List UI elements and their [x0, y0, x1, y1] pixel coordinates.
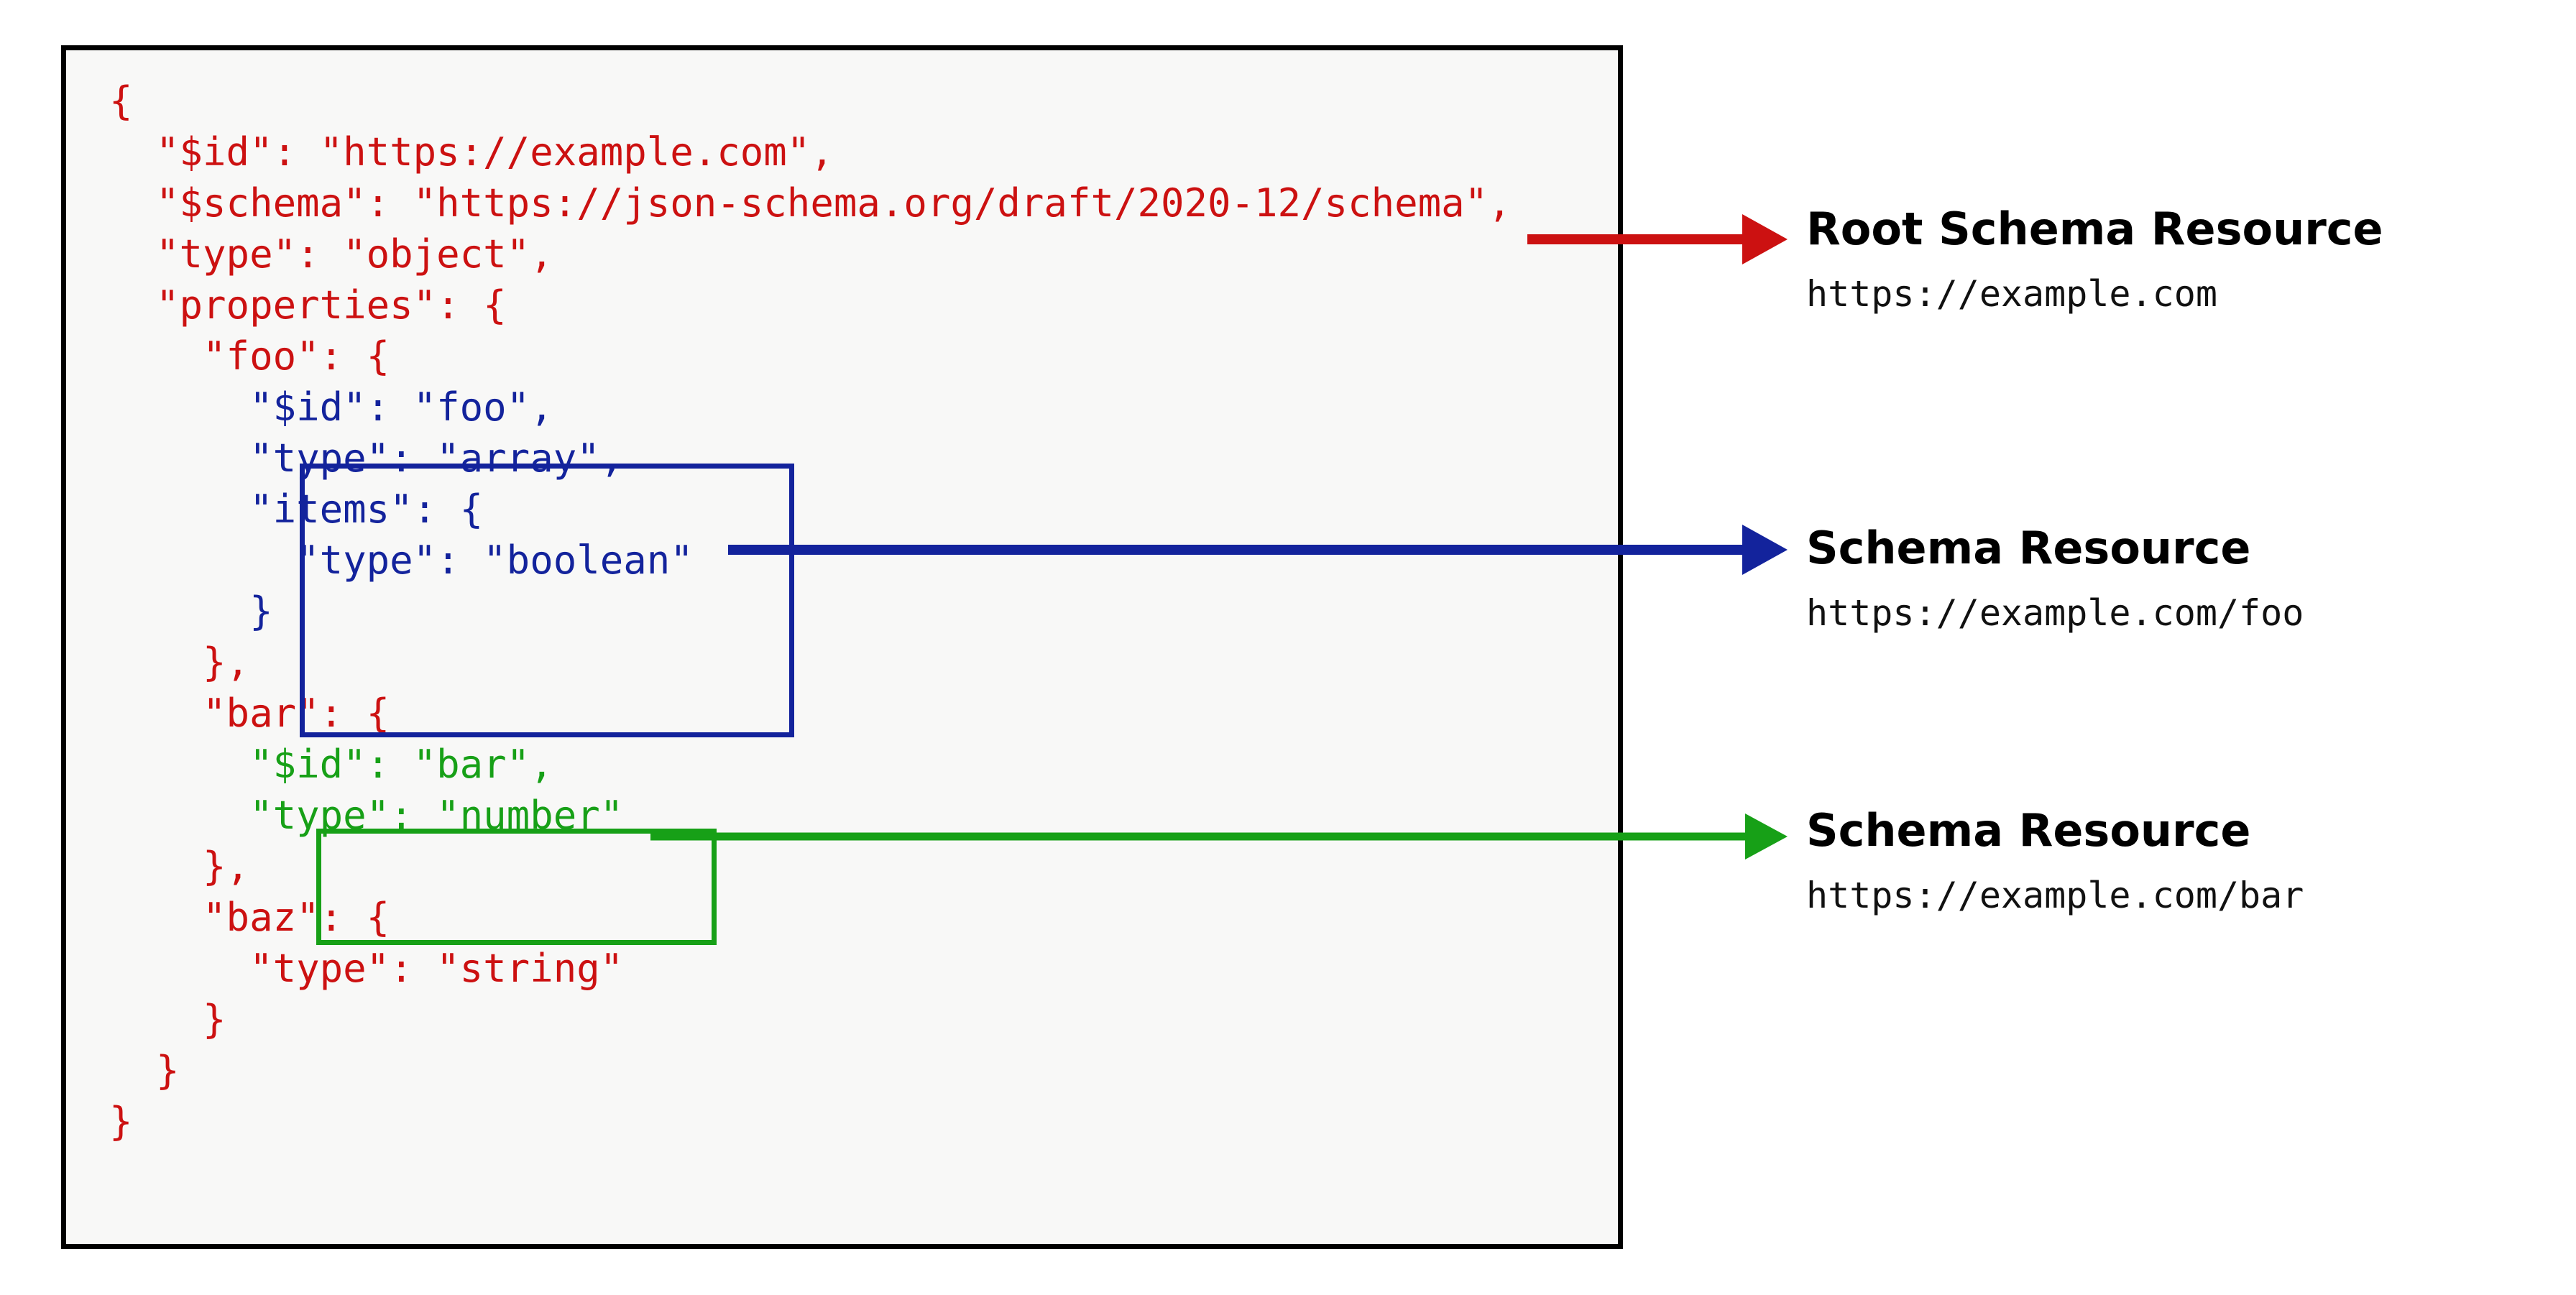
foo-schema-resource-label: Schema Resource https://example.com/foo	[1806, 522, 2304, 635]
code-line: "bar": {	[109, 691, 390, 736]
code-line: "$id": "bar",	[109, 742, 553, 787]
code-line: "type": "boolean"	[109, 538, 694, 583]
foo-schema-resource-title: Schema Resource	[1806, 522, 2251, 574]
root-schema-resource-title: Root Schema Resource	[1806, 203, 2383, 255]
bar-schema-resource-title: Schema Resource	[1806, 804, 2251, 857]
code-line: "type": "object",	[109, 231, 553, 277]
code-line: }	[109, 997, 226, 1042]
code-line: "items": {	[109, 487, 484, 532]
bar-schema-resource-url: https://example.com/bar	[1806, 875, 2304, 916]
json-code-block: { "$id": "https://example.com", "$schema…	[109, 75, 1512, 1147]
foo-schema-resource-highlight-box	[300, 464, 794, 737]
code-line: {	[109, 78, 133, 124]
code-line: "$schema": "https://json-schema.org/draf…	[109, 180, 1512, 226]
code-line: "$id": "foo",	[109, 384, 553, 430]
root-schema-resource-url: https://example.com	[1806, 273, 2217, 315]
code-line: }	[109, 1099, 133, 1144]
code-line: "type": "array",	[109, 435, 624, 481]
bar-schema-resource-label: Schema Resource https://example.com/bar	[1806, 805, 2304, 917]
bar-schema-resource-highlight-box	[316, 829, 717, 945]
code-line: },	[109, 640, 250, 685]
json-code-panel: { "$id": "https://example.com", "$schema…	[61, 45, 1623, 1249]
code-line: }	[109, 589, 273, 634]
code-line: "$id": "https://example.com",	[109, 129, 834, 175]
code-line: }	[109, 1048, 180, 1093]
root-schema-resource-label: Root Schema Resource https://example.com	[1806, 203, 2383, 315]
foo-schema-resource-url: https://example.com/foo	[1806, 592, 2304, 634]
code-line: },	[109, 844, 250, 889]
code-line: "properties": {	[109, 282, 507, 328]
code-line: "foo": {	[109, 333, 390, 379]
code-line: "type": "string"	[109, 946, 624, 991]
